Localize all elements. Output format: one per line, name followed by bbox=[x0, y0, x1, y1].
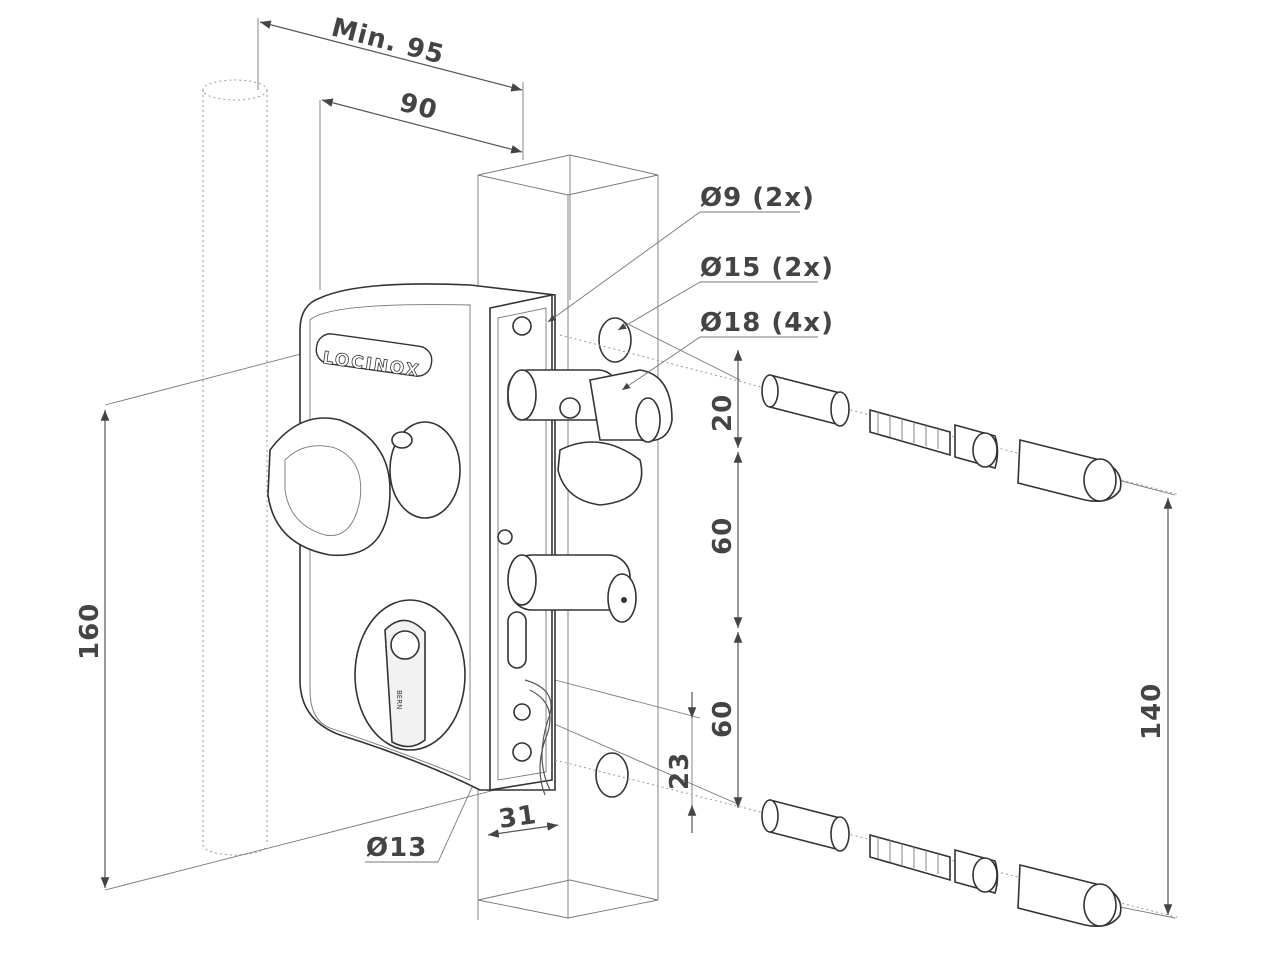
dim-label-20: 20 bbox=[708, 394, 738, 432]
dim-label-60-b: 60 bbox=[708, 700, 738, 738]
hardware-bottom bbox=[554, 759, 1181, 928]
cylinder-brand: BERN bbox=[395, 690, 403, 709]
dimension-160: 160 bbox=[75, 410, 110, 888]
dim-label-min-95: Min. 95 bbox=[328, 13, 447, 71]
callout-label-d9: Ø9 (2x) bbox=[700, 183, 815, 213]
knob bbox=[267, 417, 461, 557]
top-bolt bbox=[507, 369, 673, 506]
callout-label-d18: Ø18 (4x) bbox=[700, 308, 834, 338]
dim-label-160: 160 bbox=[75, 603, 105, 660]
key-cylinder: BERN bbox=[354, 599, 466, 751]
dim-label-140: 140 bbox=[1137, 683, 1167, 740]
dim-label-23: 23 bbox=[665, 752, 695, 790]
callout-d9: Ø9 (2x) bbox=[547, 183, 815, 323]
dimension-140: 140 bbox=[1137, 498, 1173, 915]
dim-label-60-a: 60 bbox=[708, 517, 738, 555]
dim-label-d13: Ø13 bbox=[366, 833, 427, 863]
spring-wire bbox=[524, 679, 552, 796]
callout-d15: Ø15 (2x) bbox=[617, 253, 834, 331]
round-post bbox=[202, 79, 268, 856]
dimension-90: 90 bbox=[321, 88, 523, 154]
dimension-stack: 20 60 60 bbox=[708, 350, 743, 808]
dimension-23: 23 bbox=[665, 692, 697, 833]
callout-d18: Ø18 (4x) bbox=[621, 308, 834, 391]
dimension-31: 31 bbox=[487, 800, 559, 838]
hardware-top bbox=[559, 334, 1181, 503]
bottom-bolt bbox=[507, 554, 637, 623]
dim-label-31: 31 bbox=[497, 800, 539, 835]
callout-label-d15: Ø15 (2x) bbox=[700, 253, 834, 283]
dimension-min-95: Min. 95 bbox=[259, 13, 523, 92]
